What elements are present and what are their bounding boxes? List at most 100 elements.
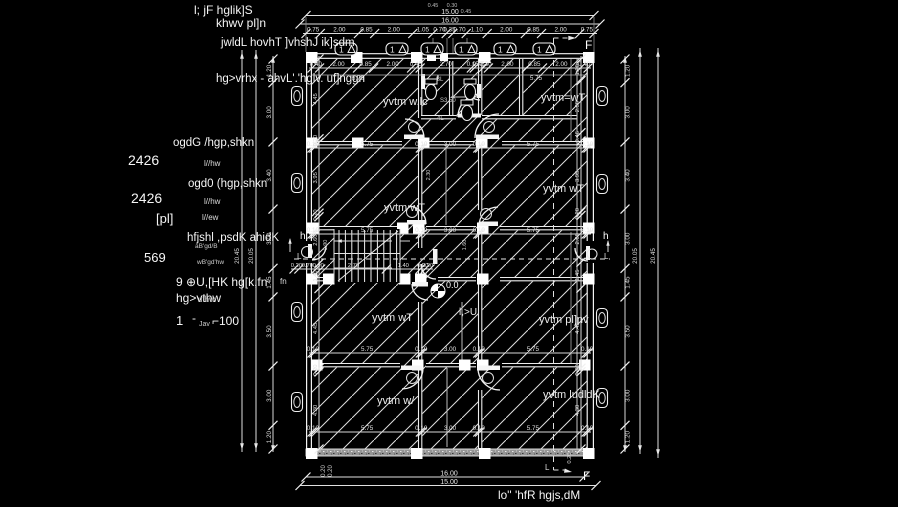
svg-text:L: L [604, 252, 609, 261]
svg-text:0.45: 0.45 [428, 3, 439, 9]
svg-text:yvtm w/: yvtm w/ [377, 395, 415, 407]
svg-text:L: L [545, 463, 550, 472]
svg-text:2.00: 2.00 [500, 27, 513, 34]
svg-text:0.75: 0.75 [307, 27, 320, 34]
svg-text:3.50: 3.50 [625, 325, 632, 338]
svg-text:0.10: 0.10 [307, 425, 320, 432]
svg-text:9 ⊕U,[HK hg[k,fn: 9 ⊕U,[HK hg[k,fn [176, 275, 267, 289]
svg-text:1: 1 [176, 313, 183, 328]
svg-text:0.70: 0.70 [453, 27, 466, 34]
svg-text:h: h [603, 231, 609, 242]
svg-text:1: 1 [339, 45, 344, 55]
svg-text:0.20: 0.20 [575, 208, 581, 219]
svg-text:uthw: uthw [198, 295, 215, 304]
svg-text:0.75: 0.75 [581, 27, 594, 34]
svg-text:1: 1 [537, 45, 542, 55]
svg-text:0.30: 0.30 [479, 61, 492, 68]
svg-text:[pl]: [pl] [156, 211, 173, 226]
svg-text:0.45: 0.45 [410, 61, 423, 68]
svg-text:4.30: 4.30 [575, 405, 581, 416]
svg-text:0.10: 0.10 [307, 227, 320, 234]
svg-text:0.70: 0.70 [433, 27, 446, 34]
svg-text:3.40: 3.40 [266, 169, 273, 182]
svg-text:1.60: 1.60 [462, 240, 468, 251]
svg-text:0.20: 0.20 [313, 364, 319, 375]
svg-text:yvtm wT: yvtm wT [543, 183, 584, 195]
svg-text:0.45: 0.45 [461, 9, 472, 15]
svg-text:0.20: 0.20 [422, 263, 433, 269]
svg-text:0.10: 0.10 [415, 227, 428, 234]
svg-text:l//hw: l//hw [204, 197, 221, 206]
svg-text:5.75: 5.75 [530, 75, 543, 82]
svg-text:2.30: 2.30 [426, 170, 432, 181]
svg-text:0.10: 0.10 [415, 141, 428, 148]
svg-text:0.10: 0.10 [473, 227, 486, 234]
svg-text:3.95: 3.95 [313, 172, 319, 183]
svg-text:0.35: 0.35 [443, 27, 456, 34]
svg-text:hfjshl ,psdK ahidK: hfjshl ,psdK ahidK [187, 232, 279, 244]
svg-text:0.85: 0.85 [527, 27, 540, 34]
svg-text:0.85: 0.85 [528, 61, 541, 68]
svg-text:aB'gd/B: aB'gd/B [195, 243, 218, 250]
svg-text:0.15: 0.15 [467, 61, 480, 68]
svg-text:1.20: 1.20 [625, 431, 632, 444]
svg-text:20.45: 20.45 [650, 248, 657, 264]
svg-text:F: F [585, 38, 592, 52]
svg-text:1.20: 1.20 [625, 64, 632, 77]
svg-text:BL: BL [436, 77, 444, 83]
svg-text:F: F [583, 469, 590, 483]
svg-text:2.70: 2.70 [440, 61, 453, 68]
svg-text:lo'' 'hfR hgjs,dM: lo'' 'hfR hgjs,dM [498, 488, 580, 502]
svg-text:0.40: 0.40 [578, 61, 591, 68]
svg-text:3.50: 3.50 [266, 325, 273, 338]
svg-text:0.20: 0.20 [567, 452, 573, 463]
svg-text:2.00: 2.00 [388, 27, 401, 34]
svg-text:0.20: 0.20 [313, 209, 319, 220]
svg-text:5.75: 5.75 [527, 425, 540, 432]
svg-text:2.00: 2.00 [554, 27, 567, 34]
svg-text:2.70: 2.70 [348, 263, 359, 269]
svg-text:0.10: 0.10 [415, 425, 428, 432]
svg-text:yvtm ludldK: yvtm ludldK [543, 389, 601, 401]
svg-text:1.10: 1.10 [471, 27, 484, 34]
svg-text:0.10: 0.10 [307, 346, 320, 353]
svg-text:4.45: 4.45 [575, 323, 581, 334]
svg-text:yvtm=wT: yvtm=wT [541, 92, 586, 104]
svg-text:0.40: 0.40 [310, 61, 323, 68]
svg-text:16.00: 16.00 [441, 18, 459, 25]
svg-text:yvtm wT: yvtm wT [372, 312, 413, 324]
svg-text:1.45: 1.45 [575, 270, 581, 281]
svg-text:0.10: 0.10 [581, 425, 594, 432]
svg-text:3.40: 3.40 [625, 169, 632, 182]
svg-text:0.10: 0.10 [581, 141, 594, 148]
svg-text:0.20: 0.20 [328, 465, 334, 477]
svg-text:khwv pl]n: khwv pl]n [216, 16, 266, 30]
svg-text:2.00: 2.00 [333, 27, 346, 34]
svg-text:1: 1 [459, 45, 464, 55]
svg-text:3.00: 3.00 [266, 389, 273, 402]
svg-text:l//hw: l//hw [204, 159, 221, 168]
svg-text:5.75: 5.75 [361, 141, 374, 148]
svg-text:5.75: 5.75 [361, 346, 374, 353]
svg-text:1.20: 1.20 [266, 64, 273, 77]
svg-text:15.00: 15.00 [440, 479, 458, 486]
svg-text:0.70: 0.70 [302, 263, 313, 269]
svg-text:1.05: 1.05 [417, 27, 430, 34]
svg-text:l; jF hglik]S: l; jF hglik]S [194, 3, 253, 17]
svg-text:2426: 2426 [131, 190, 162, 206]
svg-text:⌐100: ⌐100 [212, 314, 239, 328]
svg-text:0.30: 0.30 [447, 3, 458, 9]
svg-text:yvtm w.lc: yvtm w.lc [383, 96, 428, 108]
svg-text:0.10: 0.10 [473, 346, 486, 353]
svg-text:0.85: 0.85 [360, 27, 373, 34]
svg-text:0.20: 0.20 [291, 263, 302, 269]
svg-text:2.00: 2.00 [386, 61, 399, 68]
svg-text:2.60: 2.60 [575, 233, 581, 244]
svg-text:20.45: 20.45 [234, 248, 241, 264]
svg-text:3.95: 3.95 [575, 171, 581, 182]
svg-text:3.00: 3.00 [444, 227, 457, 234]
svg-text:5.75: 5.75 [527, 227, 540, 234]
svg-text:1: 1 [390, 45, 395, 55]
svg-text:ogdG /hgp,shkn: ogdG /hgp,shkn [173, 137, 254, 149]
svg-text:ogd0 (hgp,shkn: ogd0 (hgp,shkn [188, 178, 267, 190]
